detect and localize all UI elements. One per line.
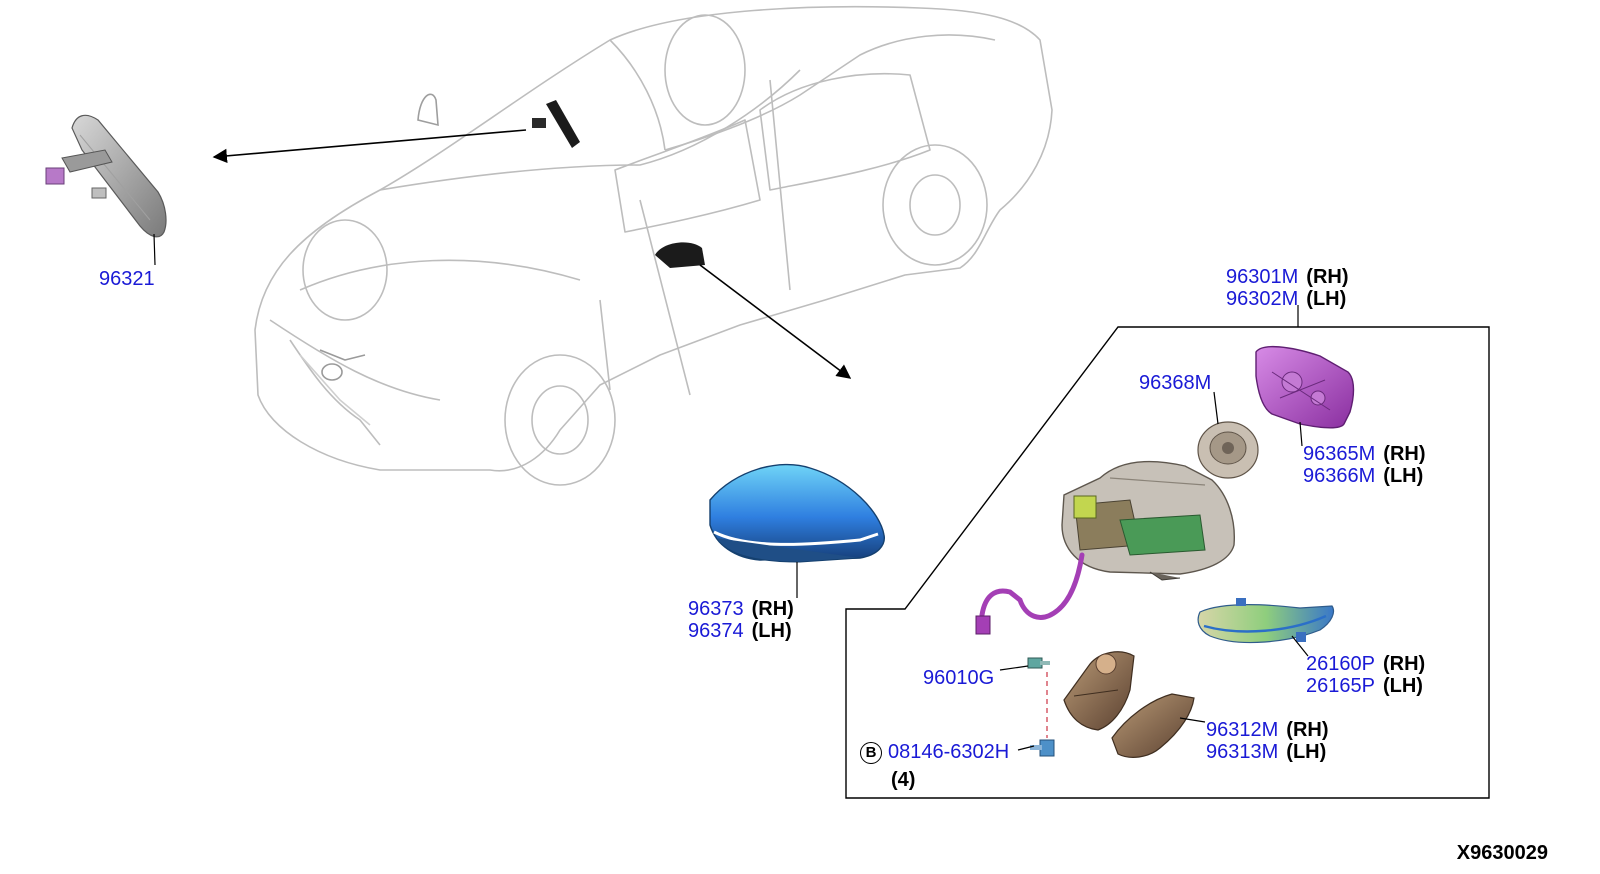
part-number[interactable]: 96010G [923,667,995,689]
side-rh: (RH) [1306,266,1349,288]
part-number-lh[interactable]: 96313M [1206,741,1279,763]
harness-part [979,552,1085,620]
side-rh: (RH) [751,598,794,620]
actuator-part [1197,421,1259,479]
side-rh: (RH) [1383,443,1426,465]
part-number[interactable]: 96368M [1139,372,1212,394]
diagram-reference-id: X9630029 [1456,842,1548,864]
label-screw: 96010G [923,667,994,689]
base-cover-part [1111,693,1195,758]
harness-connector [975,615,991,635]
part-number-lh[interactable]: 96374 [688,620,744,642]
label-bolt: B 08146-6302H [860,741,1009,764]
part-number-lh[interactable]: 26165P [1306,675,1375,697]
arrow-to-outside-mirror [699,264,852,379]
mirror-glass-part [1255,345,1355,429]
side-lh: (LH) [751,620,792,642]
label-turn-lamp: 26160P (RH) 26165P (LH) [1306,653,1425,697]
base-bracket-part [1063,651,1135,731]
leader-screw [999,665,1029,671]
label-inner-mirror: 96321 [99,268,155,290]
car-outside-mirror [655,242,705,268]
bolt-part [1030,739,1055,757]
roof-antenna [417,93,439,127]
leader-base-cover [1179,717,1206,723]
leader-actuator [1213,391,1219,425]
part-number-lh[interactable]: 96366M [1303,465,1376,487]
housing-part [1061,460,1235,581]
turn-lamp-part [1197,598,1335,644]
side-lh: (LH) [1286,741,1327,763]
screw-part [1027,657,1050,669]
vehicle-outline [254,5,1053,486]
side-rh: (RH) [1286,719,1329,741]
car-inner-mirror [546,100,580,148]
assembly-outline [845,326,1490,799]
part-number-rh[interactable]: 96301M [1226,266,1299,288]
mirror-cover-part [709,463,885,563]
side-lh: (LH) [1306,288,1347,310]
inner-mirror-part [45,114,167,238]
part-number-rh[interactable]: 96312M [1206,719,1279,741]
label-base-cover: 96312M (RH) 96313M (LH) [1206,719,1329,763]
leader-mirror-glass [1299,421,1303,447]
bolt-ref-badge: B [860,741,882,764]
part-number[interactable]: 08146-6302H [888,741,1010,763]
leader-turn-lamp [1291,635,1309,657]
side-lh: (LH) [1382,675,1423,697]
part-number[interactable]: 96321 [99,268,155,290]
leader-bolt [1017,745,1035,751]
label-mirror-cover: 96373 (RH) 96374 (LH) [688,598,794,642]
part-number-rh[interactable]: 96373 [688,598,744,620]
part-number-lh[interactable]: 96302M [1226,288,1299,310]
arrow-to-inner-mirror [212,129,527,164]
side-lh: (LH) [1383,465,1424,487]
label-mirror-glass: 96365M (RH) 96366M (LH) [1303,443,1426,487]
bolt-quantity: (4) [891,769,916,791]
car-inner-mirror-mount [532,118,546,128]
leader-inner-mirror [153,233,156,266]
part-number-rh[interactable]: 26160P [1306,653,1375,675]
part-number-rh[interactable]: 96365M [1303,443,1376,465]
label-actuator: 96368M [1139,372,1211,394]
side-rh: (RH) [1382,653,1426,675]
label-mirror-assembly: 96301M (RH) 96302M (LH) [1226,266,1349,310]
